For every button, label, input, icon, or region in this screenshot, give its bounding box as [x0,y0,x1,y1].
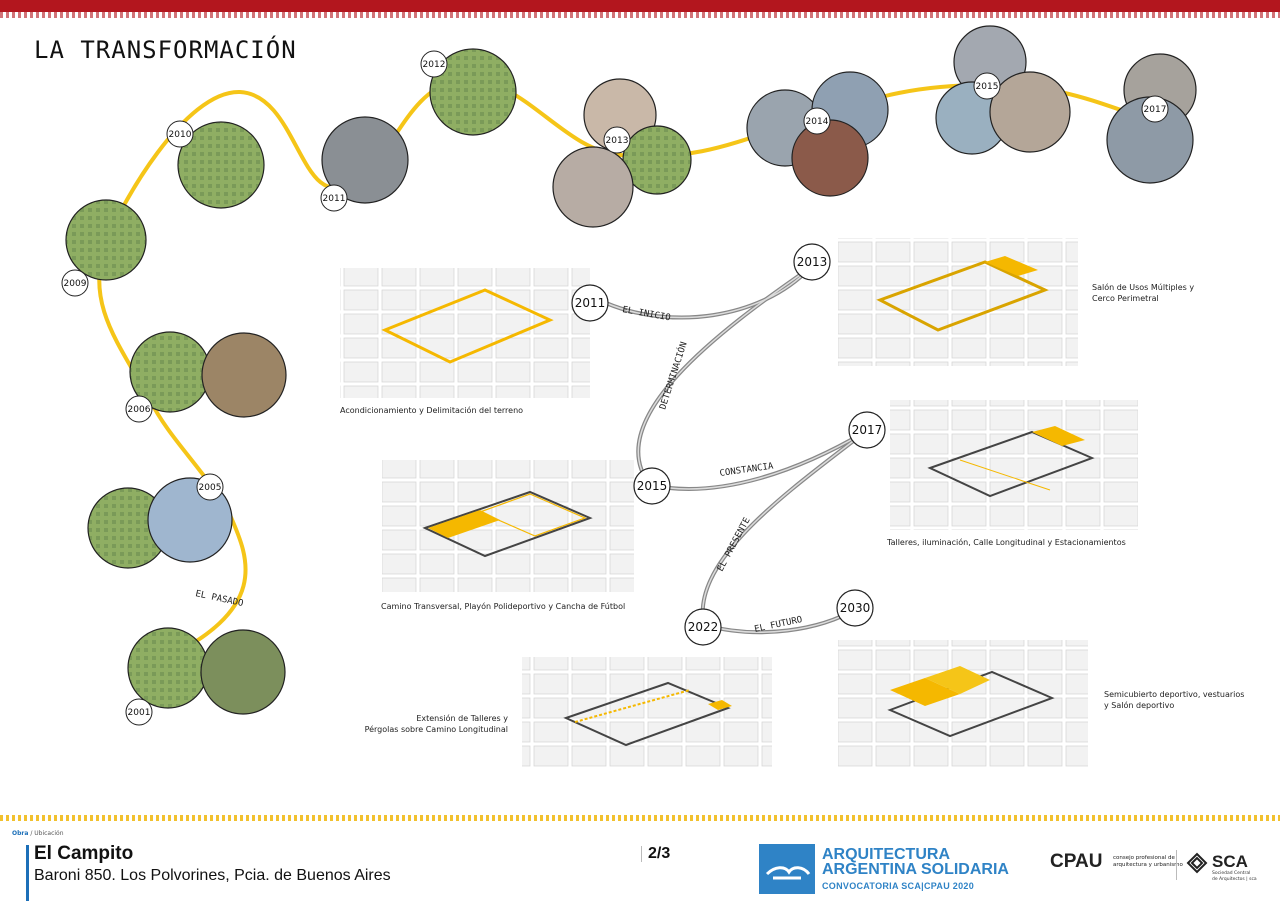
pasado-label: EL PASADO [194,589,244,609]
node-2017: 2017 [848,411,886,449]
node-2022: 2022 [684,608,722,646]
photo-2013c [552,146,634,228]
page-separator [641,846,642,862]
diagram-2011 [340,268,590,398]
photo-2015c [989,71,1071,153]
year-marker-2005: 2005 [196,473,224,501]
caption-2011: Acondicionamiento y Delimitación del ter… [340,406,524,415]
caption-2017: Talleres, iluminación, Calle Longitudina… [887,538,1126,547]
year-marker-2011: 2011 [320,184,348,212]
page-title: LA TRANSFORMACIÓN [34,36,297,64]
photo-2001b [200,629,286,715]
svg-text:2017: 2017 [1144,105,1167,115]
year-marker-2015: 2015 [973,72,1001,100]
sca-logo: SCA [1212,852,1248,871]
phrase-el-presente: EL PRESENTE [716,516,753,573]
photo-2001a [127,627,209,709]
svg-text:2014: 2014 [806,117,829,127]
footer-accent-bar [26,845,29,901]
year-marker-2017: 2017 [1141,95,1169,123]
photo-2011 [321,116,409,204]
svg-text:2015: 2015 [976,82,999,92]
svg-text:2013: 2013 [797,255,828,269]
svg-text:2012: 2012 [423,60,446,70]
aas-logo-subtitle: CONVOCATORIA SCA|CPAU 2020 [822,881,975,891]
caption-2015: Camino Transversal, Playón Polideportivo… [381,602,626,611]
diagram-2013 [838,238,1078,366]
year-marker-2013: 2013 [603,126,631,154]
year-marker-2014: 2014 [803,107,831,135]
svg-text:2030: 2030 [840,601,871,615]
diagram-2022 [522,657,772,769]
svg-text:2015: 2015 [637,479,668,493]
svg-text:2011: 2011 [323,194,346,204]
svg-text:2010: 2010 [169,130,192,140]
roadmap-nodes: 2011 2013 2015 2017 2022 2030 [571,243,886,646]
svg-text:2001: 2001 [128,708,151,718]
top-fringe [0,12,1280,18]
svg-text:2022: 2022 [688,620,719,634]
caption-2030: Semicubierto deportivo, vestuarios y Sal… [1104,690,1245,710]
photo-2012 [429,48,517,136]
footer-meta: Obra / Ubicación [12,830,64,837]
diagram-2015 [382,460,634,592]
project-title: El Campito [34,843,134,864]
page-number: 2/3 [648,845,671,862]
svg-text:2011: 2011 [575,296,606,310]
handshake-logo-icon [759,844,815,894]
year-marker-2012: 2012 [420,50,448,78]
svg-text:2006: 2006 [128,405,151,415]
photo-2006b [201,332,287,418]
top-decorative-band [0,0,1280,12]
aas-logo-text: ARQUITECTURA ARGENTINA SOLIDARIA [822,846,1009,878]
svg-text:2017: 2017 [852,423,883,437]
road-2013-2015 [636,266,812,487]
sca-logo-icon [1186,852,1208,874]
road-2017-2022 [700,430,867,626]
sca-subtitle: Sociedad Central de Arquitectos | sca [1212,871,1257,882]
phrase-determinacion: DETERMINACIÓN [656,340,689,411]
year-marker-2006: 2006 [125,395,153,423]
svg-text:2005: 2005 [199,483,222,493]
project-address: Baroni 850. Los Polvorines, Pcia. de Bue… [34,867,391,884]
diagram-2017 [890,400,1138,530]
node-2011: 2011 [571,284,609,322]
caption-2013: Salón de Usos Múltiples y Cerco Perimetr… [1092,283,1195,303]
phrase-el-inicio: EL INICIO [621,305,671,323]
caption-2022: Extensión de Talleres y Pérgolas sobre C… [364,714,508,734]
photo-2014c [791,119,869,197]
bottom-fringe [0,815,1280,821]
cpau-logo: CPAU [1050,851,1103,872]
road-2015-2017 [649,430,867,491]
logo-divider [1176,850,1177,880]
site-diagrams [340,238,1138,769]
svg-text:2009: 2009 [64,279,87,289]
timeline-year-markers: 2001 2005 2006 2009 2010 2011 2012 2013 … [61,50,1169,726]
node-2013: 2013 [793,243,831,281]
cpau-subtitle: consejo profesional de arquitectura y ur… [1113,855,1183,868]
node-2015: 2015 [633,467,671,505]
year-marker-2009: 2009 [61,269,89,297]
photo-circles [65,25,1197,715]
svg-text:2013: 2013 [606,136,629,146]
photo-2010 [177,121,265,209]
node-2030: 2030 [836,589,874,627]
diagram-2030 [838,640,1088,768]
transformation-graphic: 2001 2005 2006 2009 2010 2011 2012 2013 … [61,25,1197,769]
year-marker-2001: 2001 [125,698,153,726]
photo-2009a [65,199,147,281]
year-marker-2010: 2010 [166,120,194,148]
